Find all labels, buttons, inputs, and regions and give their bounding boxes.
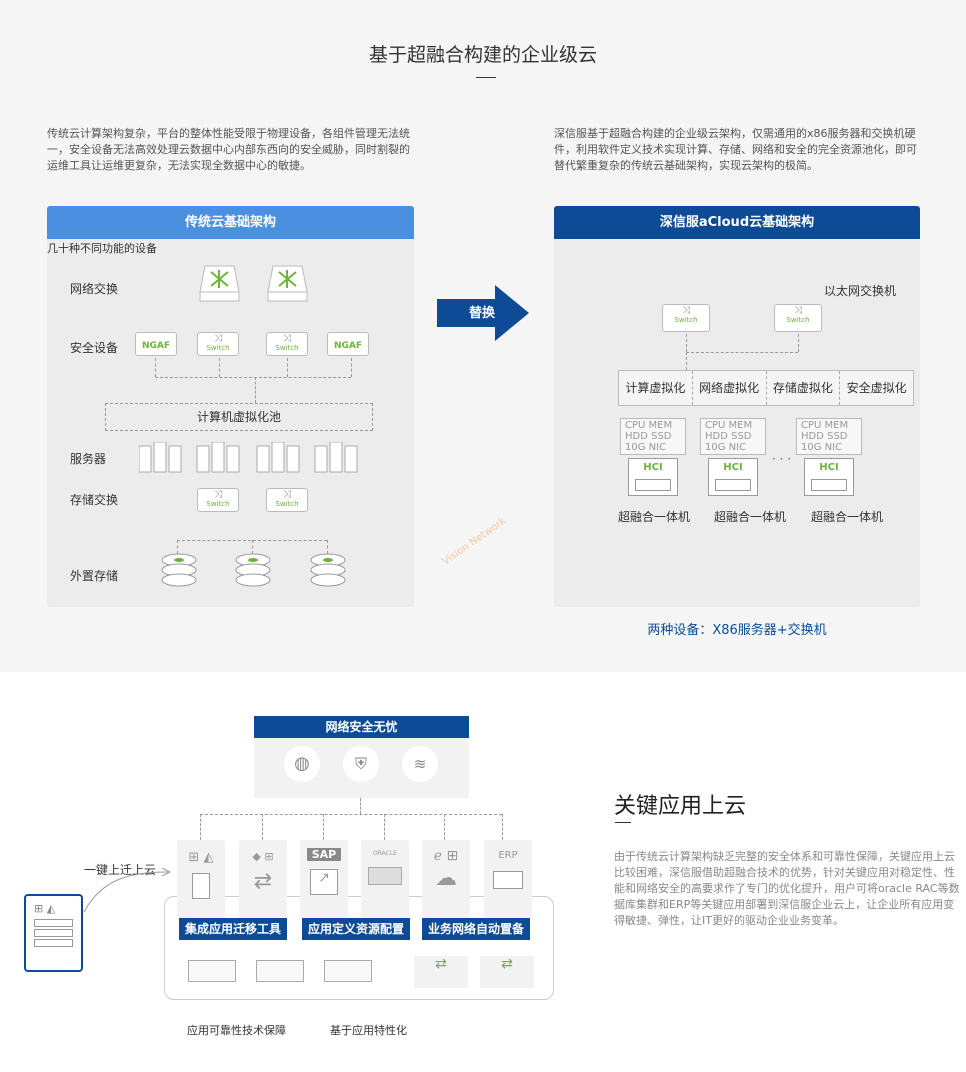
ngaf-label: NGAF [141,341,171,351]
suse-icon: ◆ ⊞ [252,850,274,863]
core-switch-icon [199,265,240,302]
linux-windows-icon: ⊞ ◭ [188,850,214,865]
title-underline [476,77,496,78]
network-virtualization: 网络虚拟化 [693,371,767,405]
row-label-external-storage: 外置存储 [70,569,119,583]
hci-appliance-icon: HCI [804,458,854,496]
network-provision-tag: 业务网络自动置备 [422,918,530,940]
migration-tool-tag: 集成应用迁移工具 [179,918,287,940]
network-security-header: 网络安全无忧 [254,716,469,738]
row-label-storage-switch: 存储交换 [70,493,119,507]
migrate-curve-icon [83,868,172,913]
row-label-security-device: 安全设备 [70,341,119,355]
row-label-server: 服务器 [70,452,107,466]
ethernet-switch-icon: ⤨Switch [662,304,710,332]
acloud-description: 深信服基于超融合构建的企业级云架构，仅需通用的x86服务器和交换机硬件，利用软件… [554,127,917,172]
hci-appliance-icon: HCI [628,458,678,496]
acloud-caption: 两种设备：X86服务器+交换机 [647,623,827,638]
key-app-title: 关键应用上云 [614,794,747,819]
ethernet-switch-icon: ⤨Switch [774,304,822,332]
key-app-description: 由于传统云计算架构缺乏完整的安全体系和可靠性保障，关键应用上云比较困难，深信服借… [614,850,960,927]
hci-appliance-icon: HCI [708,458,758,496]
server-hardware-icon [256,960,304,982]
app-card-erp: ERP [484,840,532,918]
erp-label: ERP [498,850,518,861]
external-storage-icon [161,553,346,587]
compute-virtualization-pool: 计算机虚拟化池 [105,403,373,431]
one-click-migrate-label: 一键上迁上云 [84,863,157,877]
storage-switch-icon: ⤨Switch [197,488,239,512]
device-count-label: 几十种不同功能的设备 [47,242,157,255]
acloud-architecture-panel: 深信服aCloud云基础架构 以太网交换机 ⤨Switch ⤨Switch 计算… [554,206,920,607]
compute-virtualization: 计算虚拟化 [619,371,693,405]
wifi-icon: ≋ [402,746,438,782]
chart-icon: ↗ [310,869,338,895]
app-platform-container [164,896,554,1000]
resource-config-tag: 应用定义资源配置 [302,918,410,940]
ngaf-firewall-icon: NGAF [327,332,369,356]
network-security-box: 网络安全无忧 ◍ ⛨ ≋ [254,716,469,798]
traditional-description: 传统云计算架构复杂，平台的整体性能受限于物理设备，各组件管理无法统一，安全设备无… [47,127,410,172]
hci-architecture-section: 基于超融合构建的企业级云 传统云计算架构复杂，平台的整体性能受限于物理设备，各组… [47,44,920,638]
app-card-sap: SAP ↗ [300,840,348,918]
oracle-label: ORACLE [373,850,397,857]
migrate-arrows-icon: ⇄ [253,869,273,894]
core-switch-icon [267,265,308,302]
traditional-panel-header: 传统云基础架构 [47,206,414,239]
app-card-ie-windows: ℯ ⊞ ☁ [422,840,470,918]
virtualization-layer: 计算虚拟化 网络虚拟化 存储虚拟化 安全虚拟化 [618,370,914,406]
server-hardware-icon [324,960,372,982]
watermark: Vision Network [440,515,509,568]
cluster-icon [368,867,402,885]
traditional-architecture-panel: 传统云基础架构 几十种不同功能的设备 网络交换 安全设备 服务器 存储交换 外置… [47,206,508,607]
ngaf-firewall-icon: NGAF [135,332,177,356]
shield-icon: ⛨ [343,746,379,782]
key-app-cloud-section: 网络安全无忧 ◍ ⛨ ≋ ⊞ ◭ ◆ ⊞ ⇄ SAP ↗ ORACLE ℯ ⊞ … [0,672,966,1072]
more-nodes-ellipsis: · · · [772,452,792,466]
hci-node-label: 超融合一体机 [714,510,787,524]
server-hardware-icon [188,960,236,982]
cloud-upload-icon: ☁ [435,866,457,891]
storage-virtualization: 存储虚拟化 [767,371,841,405]
switch-icon: ⤨Switch [266,332,308,356]
switch-icon: ⤨Switch [197,332,239,356]
printer-icon [493,871,523,889]
reliability-label: 应用可靠性技术保障 [187,1024,286,1037]
replace-arrow-icon [437,285,529,341]
security-virtualization: 安全虚拟化 [846,381,907,395]
sap-logo: SAP [307,848,341,861]
ethernet-switch-label: 以太网交换机 [824,284,897,298]
server-icon [192,873,210,899]
storage-switch-icon: ⤨Switch [266,488,308,512]
hci-node-label: 超融合一体机 [618,510,691,524]
browser-windows-icon: ℯ ⊞ [433,848,459,864]
hci-node-label: 超融合一体机 [811,510,884,524]
network-switch-icon: ⇄ [480,956,534,988]
row-label-network-switch: 网络交换 [70,282,119,296]
key-app-underline [615,822,631,823]
app-feature-label: 基于应用特性化 [330,1024,407,1037]
section-title: 基于超融合构建的企业级云 [368,44,597,66]
globe-icon: ◍ [284,746,320,782]
acloud-panel-header: 深信服aCloud云基础架构 [554,206,920,239]
app-card-oracle: ORACLE [361,840,409,918]
replace-label: 替换 [468,306,495,321]
app-card-linux-windows: ⊞ ◭ [177,840,225,918]
server-group-icon [139,442,358,473]
app-card-suse: ◆ ⊞ ⇄ [239,840,287,918]
legacy-server-icon: ⊞ ◭ [24,894,83,972]
network-switch-icon: ⇄ [414,956,468,988]
